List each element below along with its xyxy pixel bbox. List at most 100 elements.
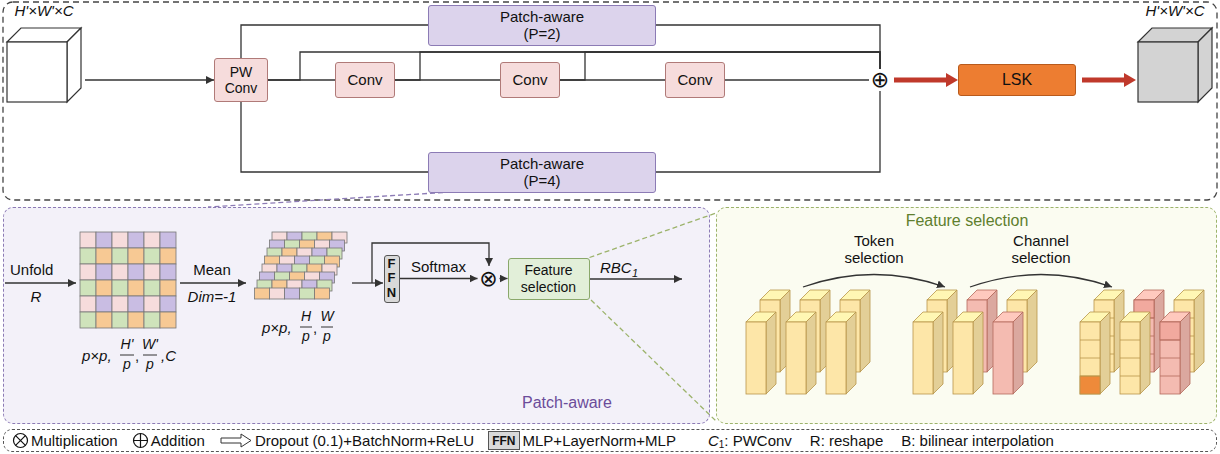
annotation: W' bbox=[142, 336, 158, 352]
operator-symbol bbox=[14, 434, 28, 448]
grid-cell bbox=[112, 232, 128, 248]
flow-arrow bbox=[5, 282, 76, 283]
slice-cell bbox=[270, 288, 285, 299]
grid-cell bbox=[160, 248, 176, 264]
slice-cell bbox=[255, 288, 270, 299]
connector bbox=[395, 52, 880, 80]
input-tensor: H'×W'×C bbox=[3, 2, 85, 112]
cell-line bbox=[1080, 358, 1100, 359]
pillar-front bbox=[913, 322, 933, 394]
patch-aware-panel: Patch-awareFFN⊗Feature selection bbox=[3, 207, 710, 424]
grid-cell bbox=[160, 296, 176, 312]
grid-cell bbox=[112, 264, 128, 280]
legend-text: : PWConv bbox=[724, 432, 792, 449]
connector bbox=[208, 193, 443, 208]
connector bbox=[85, 79, 214, 80]
connector bbox=[1082, 78, 1126, 83]
slice-cell bbox=[285, 288, 300, 299]
connector bbox=[241, 25, 428, 58]
legend-item: Addition bbox=[132, 432, 205, 449]
grid-cell bbox=[112, 296, 128, 312]
grid-cell bbox=[128, 232, 144, 248]
cell-line bbox=[1160, 376, 1180, 377]
grid-cell bbox=[96, 232, 112, 248]
grid-cell bbox=[144, 264, 160, 280]
conv-box: Conv bbox=[665, 62, 725, 98]
legend-bar: Multiplication Addition Dropout (0.1)+Batc… bbox=[3, 429, 1217, 452]
grid-cell bbox=[160, 312, 176, 328]
grid-cell bbox=[80, 312, 96, 328]
pillar-side bbox=[860, 290, 870, 372]
pooled-slices bbox=[255, 232, 348, 299]
connector bbox=[400, 278, 478, 279]
legend-sample bbox=[132, 432, 149, 449]
pwconv-box: PW Conv bbox=[214, 58, 268, 102]
selected-cell bbox=[1160, 322, 1180, 340]
feature-selection-box: Feature selection bbox=[508, 258, 590, 300]
pillar-front bbox=[826, 322, 846, 394]
annotation: H' bbox=[121, 336, 134, 352]
legend-sample bbox=[12, 432, 29, 449]
connector bbox=[725, 79, 869, 80]
grid-cell bbox=[80, 280, 96, 296]
cell-line bbox=[1120, 358, 1140, 359]
annotation: Dim=-1 bbox=[188, 288, 237, 305]
annotation: Channel selection bbox=[1001, 232, 1081, 267]
pillar-side bbox=[1194, 290, 1204, 372]
annotation: Mean bbox=[193, 261, 231, 278]
connector bbox=[590, 213, 717, 258]
panel-heading: Feature selection bbox=[906, 212, 1029, 230]
grid-cell bbox=[128, 296, 144, 312]
annotation: p bbox=[146, 356, 154, 372]
grid-cell bbox=[96, 248, 112, 264]
pillar-front bbox=[1080, 322, 1100, 394]
ffn-box: FFN bbox=[384, 255, 400, 303]
pillar-front bbox=[1120, 322, 1140, 394]
pillar-side bbox=[1027, 290, 1037, 372]
legend-item: Multiplication bbox=[12, 432, 118, 449]
annotation: R bbox=[31, 288, 42, 305]
annotation: p bbox=[123, 356, 131, 372]
legend-text: 1 bbox=[719, 439, 725, 450]
grid-cell bbox=[128, 280, 144, 296]
legend-sample bbox=[219, 432, 253, 449]
pillar-front bbox=[1160, 322, 1180, 394]
patch-panel-fill bbox=[3, 207, 710, 424]
feature-selection-panel: Feature selection bbox=[716, 207, 1217, 424]
node-label: FFN bbox=[385, 257, 398, 300]
connector bbox=[656, 91, 880, 172]
cube-front bbox=[7, 42, 67, 102]
conv-box: Conv bbox=[500, 62, 560, 98]
operator-symbol bbox=[133, 434, 147, 448]
grid-cell bbox=[160, 280, 176, 296]
cube-side bbox=[67, 28, 81, 102]
grid-cell bbox=[80, 232, 96, 248]
node-label: Patch-aware (P=4) bbox=[482, 155, 602, 190]
patch-aware-box: Patch-aware (P=2) bbox=[428, 5, 656, 46]
legend-text: Multiplication bbox=[31, 432, 118, 449]
connector bbox=[894, 78, 948, 83]
legend-text: MLP+LayerNorm+MLP bbox=[523, 432, 676, 449]
grid-cell bbox=[160, 264, 176, 280]
annotation: H bbox=[301, 308, 311, 324]
slice-cell bbox=[315, 288, 330, 299]
annotation: , bbox=[135, 347, 139, 364]
connector bbox=[500, 278, 508, 279]
grid-cell bbox=[144, 280, 160, 296]
annotation: p bbox=[323, 328, 331, 344]
pillar-front bbox=[993, 322, 1013, 394]
annotation: 1 bbox=[632, 267, 638, 280]
node-label: PW Conv bbox=[219, 64, 263, 96]
token-group bbox=[1080, 290, 1204, 394]
legend-text: Dropout (0.1)+BatchNorm+ReLU bbox=[255, 432, 474, 449]
grid-cell bbox=[112, 280, 128, 296]
grid-cell bbox=[80, 248, 96, 264]
conv-box: Conv bbox=[335, 62, 395, 98]
fraction-bar bbox=[143, 355, 157, 356]
addition-node: ⊕ bbox=[869, 69, 891, 91]
annotation: p×p, bbox=[82, 347, 112, 364]
pillar-side bbox=[766, 312, 776, 394]
tensor-size: H'×W'×C bbox=[1134, 2, 1216, 19]
legend-text: FFN bbox=[492, 434, 515, 448]
cell-line bbox=[1120, 376, 1140, 377]
